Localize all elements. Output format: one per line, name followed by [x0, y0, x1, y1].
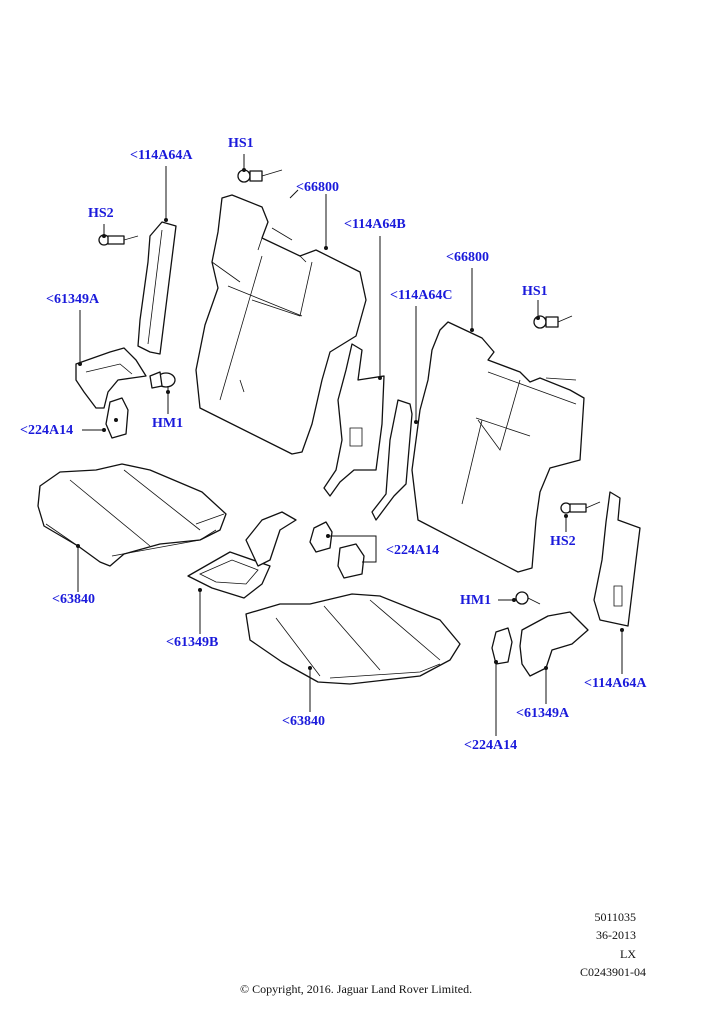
- trim-114a64a-right: [593, 491, 641, 627]
- copyright-notice: © Copyright, 2016. Jaguar Land Rover Lim…: [240, 982, 473, 996]
- callout-66800-left[interactable]: <66800: [296, 180, 339, 195]
- hs1-screw-top: [237, 169, 283, 183]
- reference-model: LX: [620, 947, 636, 961]
- hm1-fastener-right: [515, 591, 541, 605]
- callout-61349b[interactable]: <61349B: [166, 635, 219, 650]
- tray-61349b: [187, 511, 297, 599]
- callout-224a14-bottom[interactable]: <224A14: [464, 738, 518, 753]
- callout-61349a-left[interactable]: <61349A: [46, 292, 100, 307]
- callout-114a64b[interactable]: <114A64B: [344, 217, 406, 232]
- side-panel-114a64b: [323, 343, 385, 497]
- callout-224a14-left[interactable]: <224A14: [20, 423, 74, 438]
- seat-cushion-left: [37, 463, 227, 567]
- callout-61349a-right[interactable]: <61349A: [516, 706, 570, 721]
- trim-114a64a-left: [137, 221, 177, 355]
- cover-61349a-left: [75, 347, 147, 409]
- reference-illustration: C0243901-04: [580, 965, 646, 979]
- callout-66800-right[interactable]: <66800: [446, 250, 489, 265]
- side-panel-114a64c: [371, 399, 413, 521]
- callout-114a64a-right[interactable]: <114A64A: [584, 676, 647, 691]
- seat-back-left: [195, 194, 367, 455]
- reference-date: 36-2013: [596, 928, 636, 942]
- callout-hm1-right[interactable]: HM1: [460, 593, 492, 608]
- callout-hs2-left[interactable]: HS2: [88, 206, 114, 221]
- seat-back-right: [411, 321, 585, 573]
- reference-code: 5011035: [594, 910, 636, 924]
- callout-hm1-left[interactable]: HM1: [152, 416, 184, 431]
- callout-hs1-right[interactable]: HS1: [522, 284, 548, 299]
- clip-224a14-bottom: [491, 627, 513, 665]
- callout-224a14-mid[interactable]: <224A14: [386, 543, 440, 558]
- clip-224a14-mid: [309, 521, 365, 579]
- callout-114a64a-top[interactable]: <114A64A: [130, 148, 193, 163]
- cover-61349a-right: [519, 611, 589, 677]
- seat-cushion-mid: [245, 593, 461, 685]
- callout-hs1-top[interactable]: HS1: [228, 136, 254, 151]
- hs2-screw-right: [560, 501, 601, 514]
- callout-63840-left[interactable]: <63840: [52, 592, 95, 607]
- callout-hs2-right[interactable]: HS2: [550, 534, 576, 549]
- callout-114a64c[interactable]: <114A64C: [390, 288, 453, 303]
- hm1-fastener-left: [149, 371, 176, 389]
- callout-63840-mid[interactable]: <63840: [282, 714, 325, 729]
- clip-224a14-left: [105, 397, 129, 439]
- leader-lines: [76, 154, 624, 736]
